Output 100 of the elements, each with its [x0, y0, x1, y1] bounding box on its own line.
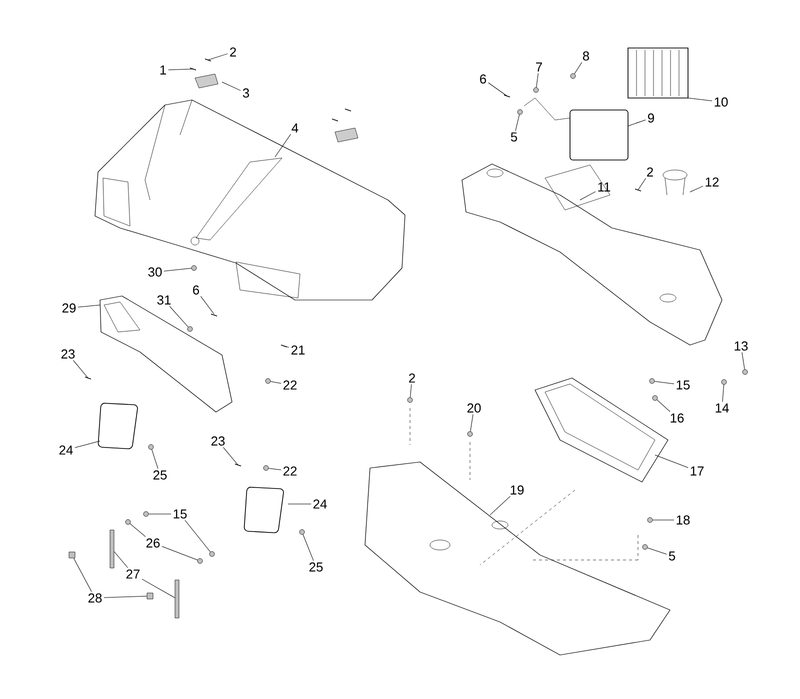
callout-number: 10 — [714, 97, 728, 107]
nut-symbol — [187, 326, 193, 332]
callout-number: 24 — [313, 499, 327, 509]
leader-line — [104, 596, 148, 598]
callout-number: 13 — [734, 341, 748, 351]
leader-line — [222, 82, 241, 91]
callout-number: 22 — [283, 380, 297, 390]
callout-number: 8 — [582, 51, 590, 61]
callout-number: 25 — [309, 562, 323, 572]
rod-symbol — [110, 530, 114, 568]
nut-symbol — [649, 378, 655, 384]
callout-number: 20 — [467, 403, 481, 413]
leader-line — [223, 447, 238, 466]
callout-number: 24 — [59, 445, 73, 455]
nut-symbol — [263, 465, 269, 471]
leader-line — [690, 186, 704, 192]
nut-symbol — [467, 431, 473, 437]
callout-number: 6 — [193, 285, 200, 295]
leader-line — [654, 454, 688, 468]
leader-line — [722, 384, 724, 402]
leader-line — [638, 178, 646, 190]
callout-number: 31 — [157, 295, 171, 305]
callout-number: 11 — [598, 182, 610, 192]
callout-number: 1 — [160, 66, 166, 74]
leader-line — [284, 346, 290, 348]
callout-number: 2 — [647, 167, 653, 177]
callout-number: 3 — [242, 88, 250, 98]
nut-symbol — [299, 529, 305, 535]
leader-line — [73, 558, 92, 592]
leader-line — [536, 72, 538, 88]
callout-number: 14 — [716, 404, 729, 412]
leader-line — [184, 520, 211, 552]
leader-line — [410, 384, 412, 398]
nut-symbol — [570, 73, 576, 79]
nut-symbol — [721, 379, 727, 385]
leader-line — [200, 296, 214, 314]
callout-number: 7 — [536, 62, 542, 72]
nut-symbol — [533, 87, 539, 93]
leader-line — [162, 546, 198, 560]
leader-line — [164, 268, 192, 272]
leader-line — [656, 400, 670, 412]
callout-number: 6 — [480, 74, 486, 84]
leader-line — [168, 68, 194, 70]
callout-number: 27 — [126, 569, 140, 579]
nut-symbol — [742, 369, 748, 375]
leader-line — [73, 360, 88, 378]
leader-line — [647, 548, 667, 554]
nut-symbol — [517, 109, 523, 115]
nut-symbol — [125, 519, 131, 525]
callout-number: 17 — [690, 466, 704, 476]
leader-line — [470, 414, 474, 432]
nut-symbol — [209, 551, 215, 557]
leader-line — [490, 496, 510, 516]
callout-number: 5 — [668, 551, 676, 561]
leader-line — [742, 352, 745, 370]
callout-number: 19 — [510, 485, 524, 495]
callout-number: 28 — [88, 593, 102, 603]
leader-line — [208, 53, 228, 60]
callout-number: 16 — [670, 413, 684, 423]
leader-line — [270, 381, 282, 384]
callout-number: 23 — [211, 436, 225, 446]
callout-number: 23 — [61, 349, 75, 359]
callout-number: 29 — [62, 303, 76, 313]
nut-symbol — [148, 444, 154, 450]
bolt-symbol — [146, 592, 154, 600]
callout-number: 26 — [146, 538, 160, 548]
bolt-symbol — [68, 552, 76, 558]
leader-line — [74, 440, 100, 448]
rod-symbol — [174, 580, 180, 618]
leader-line — [654, 381, 674, 384]
callout-number: 4 — [292, 124, 298, 132]
nut-symbol — [647, 517, 653, 523]
callout-number: 9 — [648, 113, 654, 123]
leader-line — [515, 114, 520, 131]
leader-line — [628, 120, 646, 126]
leader-line — [268, 468, 282, 470]
nut-symbol — [197, 558, 203, 564]
leader-line — [488, 82, 508, 96]
nut-symbol — [652, 395, 658, 401]
callout-number: 25 — [153, 470, 167, 480]
leader-line — [142, 578, 176, 598]
leader-line — [152, 449, 158, 469]
callout-number: 2 — [230, 47, 236, 57]
nut-symbol — [191, 265, 197, 271]
callout-number: 30 — [148, 267, 162, 277]
leader-line — [169, 306, 188, 328]
callout-number: 18 — [676, 515, 690, 525]
leader-line — [302, 534, 314, 561]
leader-line — [114, 551, 128, 568]
callout-number: 15 — [174, 509, 187, 519]
callout-number: 21 — [291, 345, 305, 355]
callout-number: 5 — [510, 132, 518, 142]
nut-symbol — [407, 397, 413, 403]
nut-symbol — [642, 544, 648, 550]
leader-line — [274, 134, 291, 158]
callout-number: 2 — [409, 373, 415, 383]
leader-line — [574, 62, 582, 74]
leader-line — [580, 191, 596, 200]
leader-line — [688, 98, 712, 102]
callout-number: 22 — [283, 466, 297, 476]
